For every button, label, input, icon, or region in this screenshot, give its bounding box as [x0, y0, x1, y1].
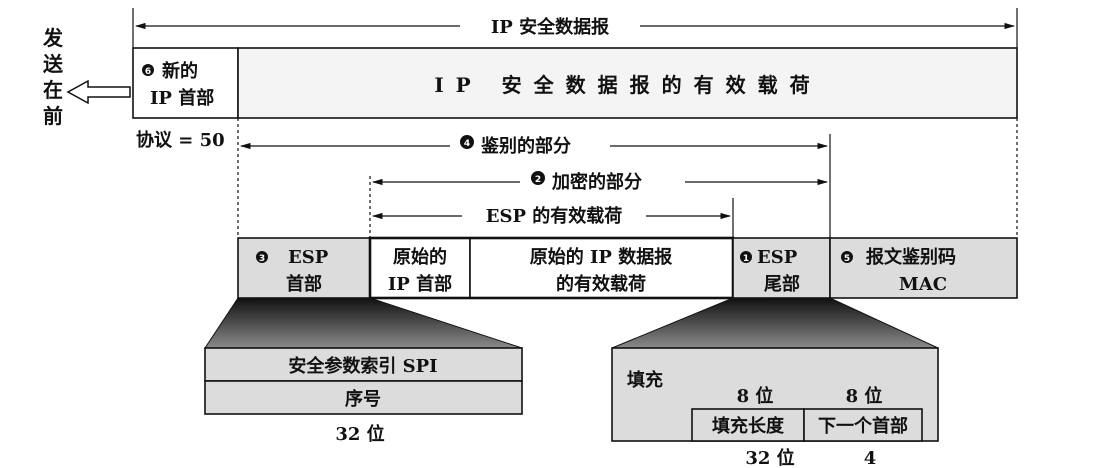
protocol-label: 协议 = 50	[136, 129, 225, 151]
esp-header-line2: 首部	[286, 273, 322, 295]
next-header-field	[803, 408, 923, 442]
esp-header-line1: ESP	[288, 247, 329, 268]
span-authenticated-label: 鉴别的部分	[480, 135, 571, 157]
new-ip-header-line2: IP 首部	[150, 87, 214, 109]
pad-length-field	[691, 408, 805, 442]
svg-text:3: 3	[259, 254, 265, 264]
span-ip-security-datagram-label: IP 安全数据报	[491, 16, 609, 38]
sequence-field	[204, 380, 523, 415]
trailer-width-label-2: 4	[864, 448, 877, 468]
span-encrypted-label: 加密的部分	[551, 171, 642, 193]
span-esp-payload-label: ESP 的有效载荷	[486, 205, 623, 227]
new-ip-header-box	[132, 47, 239, 119]
mac-line1: 报文鉴别码	[866, 246, 956, 268]
new-ip-header-line1: 新的	[162, 60, 198, 82]
svg-text:5: 5	[844, 254, 850, 264]
span-encrypted: 2 加密的部分	[371, 171, 829, 193]
esp-row: 3 ESP 首部 原始的 IP 首部 原始的 IP 数据报 的有效载荷 1 ES…	[237, 236, 1018, 300]
ip-security-datagram: 6 新的 IP 首部 IP 安全数据报的有效载荷	[132, 47, 1018, 119]
send-char-3: 在	[43, 78, 63, 102]
mac-box	[829, 237, 1018, 299]
send-char-2: 送	[43, 52, 64, 76]
send-first-label: 发 送 在 前	[42, 26, 64, 128]
esp-header-expand-funnel	[204, 297, 523, 349]
orig-ip-header-line2: IP 首部	[388, 273, 452, 295]
span-authenticated: 4 鉴别的部分	[239, 135, 829, 157]
esp-trailer-line1: ESP	[757, 247, 798, 268]
payload-label: IP 安全数据报的有效载荷	[434, 73, 821, 97]
send-char-4: 前	[43, 104, 63, 128]
esp-trailer-detail: 填充 8 位 8 位 填充长度 下一个首部 32 位 4	[611, 347, 939, 468]
svg-text:1: 1	[743, 254, 749, 264]
num-badge-6	[142, 64, 154, 76]
padding-label: 填充	[627, 369, 663, 391]
header-width-label: 32 位	[335, 423, 384, 445]
esp-trailer-line2: 尾部	[764, 273, 800, 295]
svg-text:4: 4	[464, 139, 470, 149]
send-arrow-icon	[66, 79, 131, 105]
bits-label-2: 8 位	[846, 385, 883, 407]
sequence-label: 序号	[345, 388, 381, 410]
mac-line2: MAC	[899, 274, 947, 295]
esp-header-box	[237, 237, 371, 299]
esp-header-detail: 安全参数索引 SPI 序号 32 位	[204, 347, 523, 445]
orig-payload-box	[469, 237, 734, 299]
svg-text:2: 2	[535, 175, 541, 185]
span-esp-payload: ESP 的有效载荷	[371, 205, 732, 227]
span-ip-security-datagram: IP 安全数据报	[132, 8, 1018, 48]
payload-box	[237, 47, 1018, 119]
esp-trailer-expand-funnel	[611, 297, 939, 349]
orig-ip-header-line1: 原始的	[393, 246, 447, 268]
spi-label: 安全参数索引 SPI	[288, 355, 437, 377]
bits-label-1: 8 位	[737, 385, 774, 407]
svg-text:6: 6	[145, 67, 151, 77]
orig-payload-line2: 的有效载荷	[556, 273, 646, 295]
pad-length-label: 填充长度	[712, 415, 785, 437]
trailer-width-label: 32 位	[745, 447, 794, 468]
next-header-label: 下一个首部	[818, 415, 908, 437]
orig-payload-line1: 原始的 IP 数据报	[530, 246, 673, 268]
send-char-1: 发	[42, 26, 64, 50]
